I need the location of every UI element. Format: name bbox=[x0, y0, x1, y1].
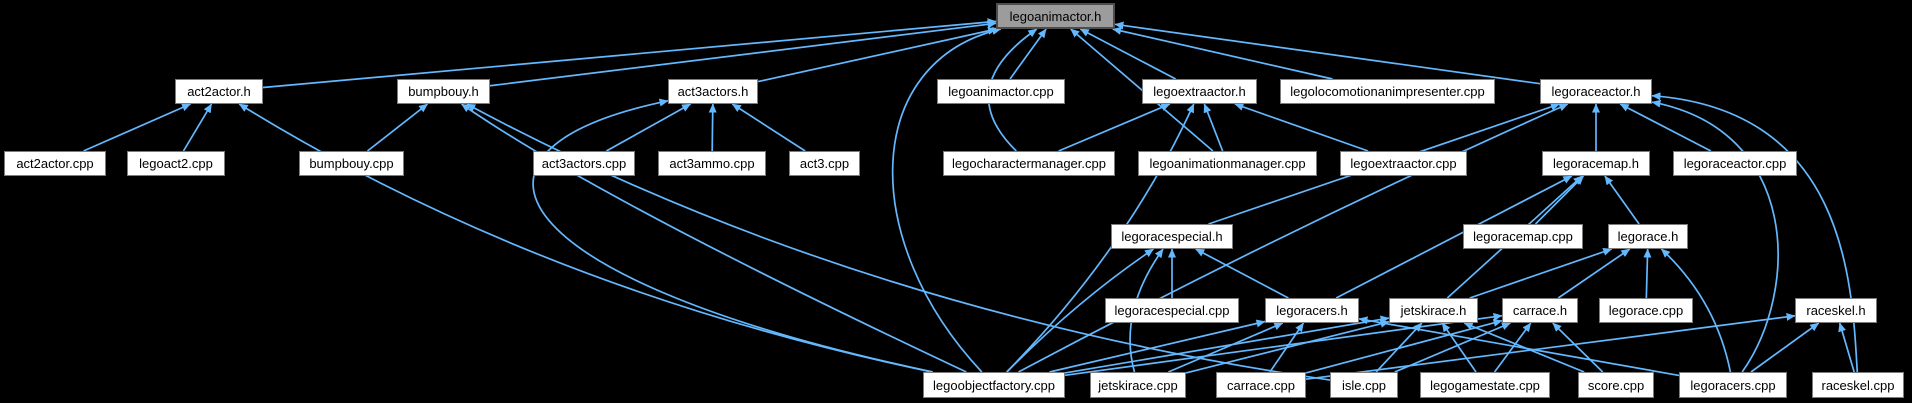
edge-legoobjectfactory.cpp-to-legoanimactor.h bbox=[891, 27, 1002, 373]
edge-bumpbouy.cpp-to-bumpbouy.h bbox=[366, 103, 429, 152]
node-jetskirace.cpp[interactable]: jetskirace.cpp bbox=[1090, 372, 1186, 398]
node-score.cpp[interactable]: score.cpp bbox=[1578, 372, 1654, 398]
edge-raceskel.cpp-to-legoraceactor.h bbox=[1651, 92, 1859, 373]
node-legorace.cpp[interactable]: legorace.cpp bbox=[1599, 298, 1693, 323]
edge-isle.cpp-to-carrace.h bbox=[1394, 322, 1511, 373]
node-carrace.h[interactable]: carrace.h bbox=[1502, 298, 1578, 323]
edge-legoanimationmanager.cpp-to-legoanimactor.h bbox=[1070, 28, 1214, 152]
node-carrace.cpp[interactable]: carrace.cpp bbox=[1216, 372, 1306, 398]
node-legoanimationmanager.cpp[interactable]: legoanimationmanager.cpp bbox=[1138, 151, 1317, 176]
node-legoextraactor.cpp[interactable]: legoextraactor.cpp bbox=[1340, 151, 1467, 176]
node-jetskirace.h[interactable]: jetskirace.h bbox=[1389, 298, 1478, 323]
edge-legoobjectfactory.cpp-to-act3actors.h bbox=[532, 98, 934, 373]
node-legoracespecial.h[interactable]: legoracespecial.h bbox=[1111, 224, 1233, 249]
edge-jetskirace.h-to-legorace.h bbox=[1469, 247, 1613, 299]
edge-legoextraactor.cpp-to-legoextraactor.h bbox=[1234, 103, 1369, 152]
node-act3actors.cpp[interactable]: act3actors.cpp bbox=[533, 151, 635, 176]
node-legoanimactor.h: legoanimactor.h bbox=[996, 3, 1115, 29]
node-bumpbouy.h[interactable]: bumpbouy.h bbox=[397, 79, 490, 104]
edge-carrace.cpp-to-raceskel.h bbox=[1305, 312, 1796, 381]
edge-legoextraactor.h-to-legoanimactor.h bbox=[1079, 28, 1177, 80]
node-legoextraactor.h[interactable]: legoextraactor.h bbox=[1142, 79, 1257, 104]
node-legoracers.h[interactable]: legoracers.h bbox=[1265, 298, 1359, 323]
edge-legoracers.h-to-legoracespecial.h bbox=[1195, 248, 1289, 299]
node-act2actor.h[interactable]: act2actor.h bbox=[175, 79, 263, 104]
edge-legoraceactor.h-to-legoanimactor.h bbox=[1114, 21, 1541, 85]
node-legoanimactor.cpp[interactable]: legoanimactor.cpp bbox=[937, 79, 1065, 104]
edge-legoracers.cpp-to-raceskel.h bbox=[1750, 322, 1820, 373]
edge-legoraceactor.cpp-to-legoraceactor.h bbox=[1619, 103, 1712, 152]
edge-legoracers.h-to-legoracemap.h bbox=[1335, 175, 1573, 299]
edge-legoobjectfactory.cpp-to-bumpbouy.h bbox=[461, 103, 967, 373]
node-legoact2.cpp[interactable]: legoact2.cpp bbox=[127, 151, 225, 176]
node-isle.cpp[interactable]: isle.cpp bbox=[1330, 372, 1398, 398]
edge-bumpbouy.h-to-legoanimactor.h bbox=[489, 20, 997, 87]
edge-act3ammo.cpp-to-act3actors.h bbox=[708, 103, 717, 152]
node-raceskel.cpp[interactable]: raceskel.cpp bbox=[1812, 372, 1904, 398]
edge-legorace.cpp-to-legorace.h bbox=[1643, 248, 1652, 299]
edge-act2actor.h-to-legoanimactor.h bbox=[262, 18, 997, 89]
edge-act3actors.h-to-legoanimactor.h bbox=[757, 26, 998, 83]
edge-carrace.cpp-to-carrace.h bbox=[1305, 318, 1503, 374]
node-legogamestate.cpp[interactable]: legogamestate.cpp bbox=[1420, 372, 1550, 398]
edge-score.cpp-to-jetskirace.h bbox=[1463, 322, 1585, 373]
edge-legoracers.cpp-to-legorace.h bbox=[1660, 248, 1732, 373]
edge-legoobjectfactory.cpp-to-jetskirace.h bbox=[1064, 315, 1390, 374]
node-act3.cpp[interactable]: act3.cpp bbox=[789, 151, 860, 176]
edge-act3actors.cpp-to-act3actors.h bbox=[605, 103, 692, 152]
node-legoraceactor.cpp[interactable]: legoraceactor.cpp bbox=[1673, 151, 1797, 176]
node-act2actor.cpp[interactable]: act2actor.cpp bbox=[4, 151, 106, 176]
edge-legoracers.cpp-to-legoraceactor.h bbox=[1651, 99, 1779, 373]
edge-legoact2.cpp-to-act2actor.h bbox=[182, 103, 213, 152]
edge-legogamestate.cpp-to-jetskirace.h bbox=[1441, 322, 1477, 373]
edge-legoobjectfactory.cpp-to-legoracespecial.h bbox=[1006, 248, 1154, 373]
node-act3actors.h[interactable]: act3actors.h bbox=[668, 79, 758, 104]
node-legorace.h[interactable]: legorace.h bbox=[1608, 224, 1688, 249]
edge-legoobjectfactory.cpp-to-act2actor.h bbox=[238, 103, 933, 373]
edge-act3.cpp-to-act3actors.h bbox=[731, 103, 806, 152]
edge-act2actor.cpp-to-act2actor.h bbox=[83, 103, 191, 152]
edge-legocharactermanager.cpp-to-legoextraactor.h bbox=[1058, 103, 1171, 152]
edge-carrace.h-to-legorace.h bbox=[1557, 248, 1631, 299]
node-legoracers.cpp[interactable]: legoracers.cpp bbox=[1679, 372, 1787, 398]
node-legoracespecial.cpp[interactable]: legoracespecial.cpp bbox=[1105, 298, 1239, 323]
edge-legoobjectfactory.cpp-to-legoracers.h bbox=[1049, 319, 1266, 373]
node-legoracemap.cpp[interactable]: legoracemap.cpp bbox=[1463, 224, 1583, 249]
node-legocharactermanager.cpp[interactable]: legocharactermanager.cpp bbox=[943, 151, 1115, 176]
edge-legoobjectfactory.cpp-to-carrace.h bbox=[1064, 312, 1503, 377]
node-legoobjectfactory.cpp[interactable]: legoobjectfactory.cpp bbox=[923, 372, 1065, 398]
edge-jetskirace.cpp-to-jetskirace.h bbox=[1185, 319, 1390, 374]
edge-legoanimactor.cpp-to-legoanimactor.h bbox=[1009, 28, 1047, 80]
edge-score.cpp-to-carrace.h bbox=[1552, 322, 1604, 373]
node-raceskel.h[interactable]: raceskel.h bbox=[1795, 298, 1877, 323]
node-bumpbouy.cpp[interactable]: bumpbouy.cpp bbox=[299, 151, 404, 176]
node-legolocomotionanimpresenter.cpp[interactable]: legolocomotionanimpresenter.cpp bbox=[1280, 79, 1495, 104]
node-legoracemap.h[interactable]: legoracemap.h bbox=[1542, 151, 1650, 176]
node-act3ammo.cpp[interactable]: act3ammo.cpp bbox=[658, 151, 766, 176]
edge-legolocomotionanimpresenter.cpp-to-legoanimactor.h bbox=[1112, 26, 1333, 80]
edge-legogamestate.cpp-to-carrace.h bbox=[1493, 322, 1532, 373]
node-legoraceactor.h[interactable]: legoraceactor.h bbox=[1540, 79, 1652, 104]
edge-legoobjectfactory.cpp-to-legoraceactor.h bbox=[1018, 103, 1569, 373]
edge-legoanimationmanager.cpp-to-legoextraactor.h bbox=[1203, 103, 1224, 152]
edge-jetskirace.cpp-to-legoracers.h bbox=[1168, 322, 1284, 373]
edge-legorace.h-to-legoracemap.h bbox=[1604, 175, 1640, 225]
edge-raceskel.cpp-to-raceskel.h bbox=[1838, 322, 1855, 373]
